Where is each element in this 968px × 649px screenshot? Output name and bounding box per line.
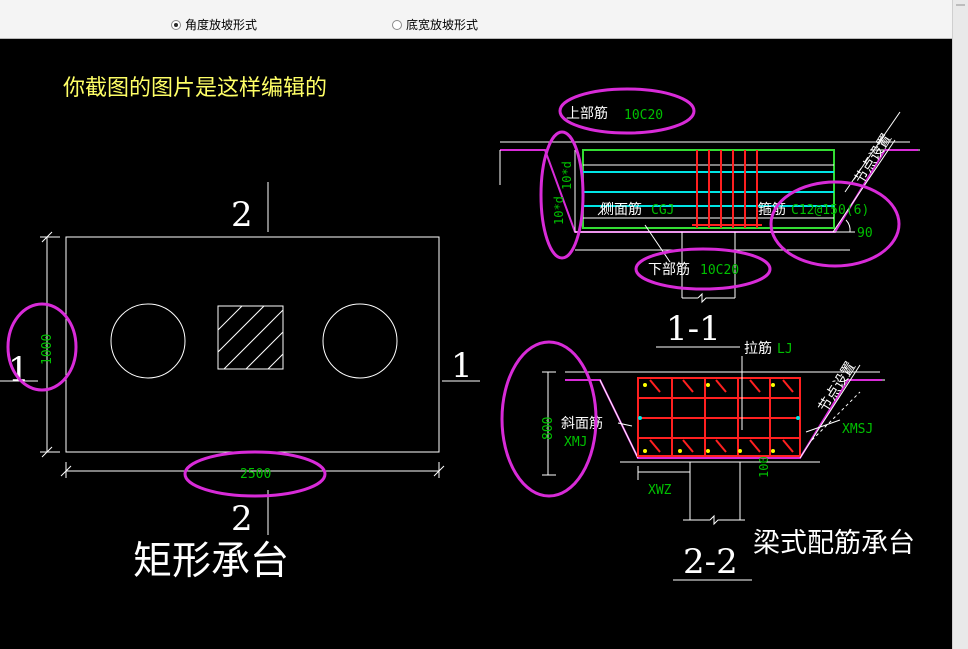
angle-value: 90 <box>857 226 873 241</box>
cover-dim-text: 100 <box>757 456 771 478</box>
tie-bar-label: 拉筋 <box>744 340 772 357</box>
highlight-top-bar <box>558 87 696 135</box>
radio-width-slope[interactable]: 底宽放坡形式 <box>392 16 478 33</box>
column-hatch-lines <box>217 305 284 370</box>
radio-angle-slope-label: 角度放坡形式 <box>185 18 258 32</box>
highlight-dim-width <box>183 450 327 498</box>
top-bar-value: 10C20 <box>624 108 663 123</box>
section-label-top: 2 <box>231 195 253 235</box>
radio-dot-icon <box>392 19 402 30</box>
height-dim-text: 800 <box>541 417 556 440</box>
top-bar-label: 上部筋 <box>566 105 608 122</box>
highlight-depth <box>539 130 585 260</box>
pile-right <box>322 303 398 379</box>
slope-right-value: XMSJ <box>842 422 873 437</box>
width-dim-text: XWZ <box>648 483 672 498</box>
side-bar-value: CGJ <box>651 203 674 218</box>
highlight-dim-height <box>6 302 78 392</box>
dim-height-text: 1000 <box>40 334 55 365</box>
section-2-2-title: 2-2 <box>683 542 738 582</box>
radio-angle-slope[interactable]: 角度放坡形式 <box>171 16 257 33</box>
rect-cap-plan <box>0 182 480 535</box>
rect-cap-caption: 矩形承台 <box>133 539 289 584</box>
scrollbar-grip-icon <box>956 4 965 6</box>
vertical-scrollbar[interactable] <box>952 0 968 649</box>
section-label-bottom: 2 <box>231 499 253 539</box>
highlight-stirrup <box>769 180 901 268</box>
section-label-right: 1 <box>451 346 473 386</box>
node-setting-label-1: 节点设置 <box>852 131 895 187</box>
node-setting-label-2: 节点设置 <box>816 359 859 415</box>
annotation-text: 你截图的图片是这样编辑的 <box>63 76 327 101</box>
section-1-1-title: 1-1 <box>666 309 721 349</box>
section-2-2-drawing <box>542 356 885 526</box>
slope-bar-label: 斜面筋 <box>561 415 603 432</box>
highlight-bottom-bar <box>634 247 772 291</box>
depth-label-2: 10*d <box>552 196 566 225</box>
cap-outline <box>65 236 440 453</box>
bottom-bar-label: 下部筋 <box>648 261 690 278</box>
slope-bar-value: XMJ <box>564 435 587 450</box>
bottom-bar-value: 10C20 <box>700 263 739 278</box>
side-bar-label: 侧面筋 <box>600 201 642 218</box>
section-label-left: 1 <box>8 350 30 390</box>
tie-bar-value: LJ <box>777 342 793 357</box>
dim-width-text: 2500 <box>240 467 271 482</box>
beam-cap-caption: 梁式配筋承台 <box>753 528 915 559</box>
options-bar: 角度放坡形式 底宽放坡形式 <box>0 0 952 39</box>
pile-left <box>110 303 186 379</box>
column-hatched <box>217 305 284 370</box>
radio-width-slope-label: 底宽放坡形式 <box>406 18 479 32</box>
radio-dot-selected-icon <box>171 19 181 30</box>
depth-label: 10*d <box>560 161 574 190</box>
highlight-height <box>500 340 598 498</box>
stirrup-value: C12@150(6) <box>791 203 869 218</box>
